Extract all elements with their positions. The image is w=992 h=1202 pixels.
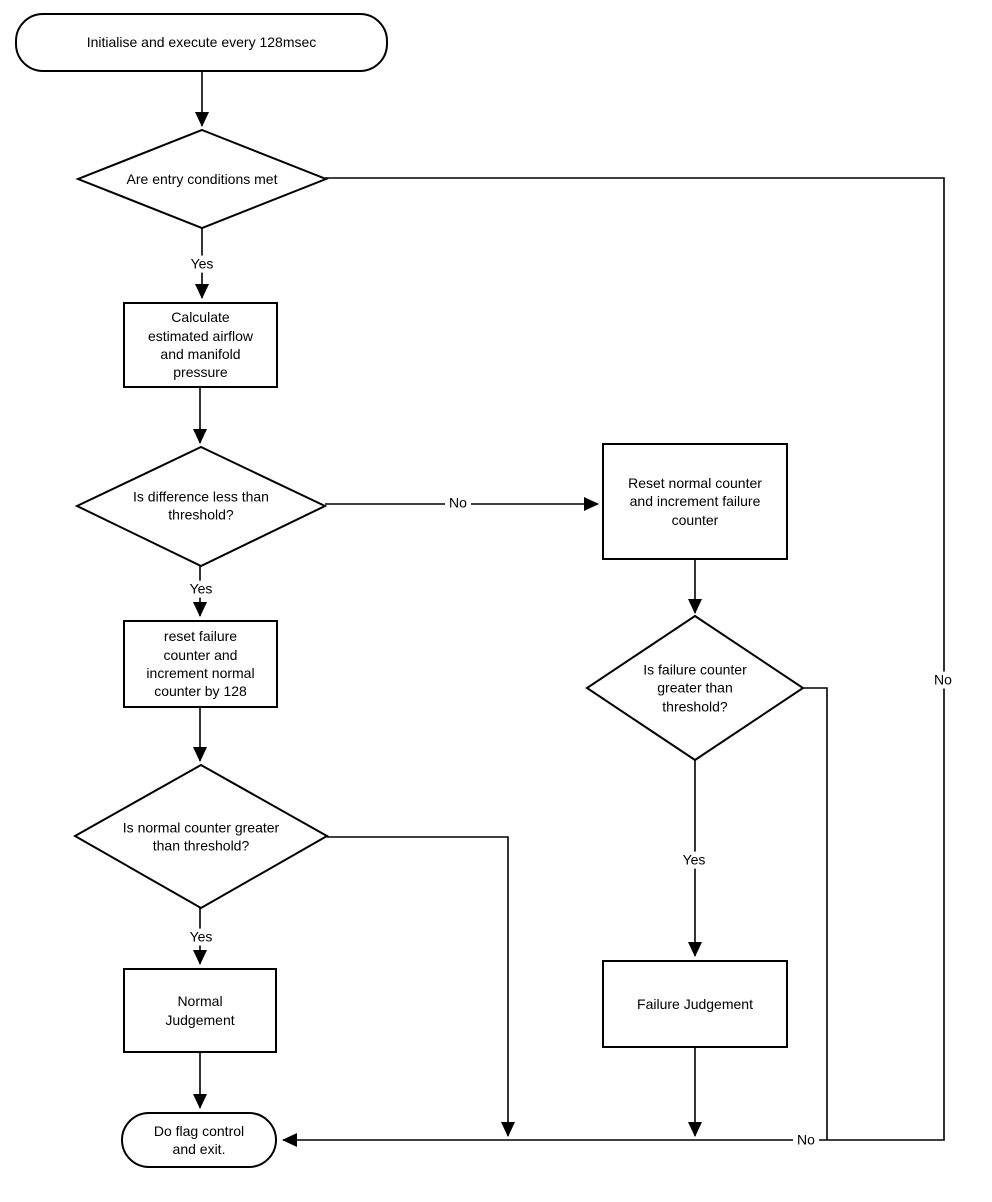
process-reset-normal-counter-label: Reset normal counter and increment failu… <box>628 474 762 528</box>
decision-difference-threshold-shape <box>74 445 328 568</box>
process-calculate-airflow: Calculate estimated airflow and manifold… <box>123 302 278 388</box>
edge-label-difference-yes: Yes <box>185 580 217 598</box>
end-terminator-label: Do flag control and exit. <box>153 1122 245 1157</box>
edge-normal-no-to-exit-line <box>327 836 515 1137</box>
decision-entry-conditions-shape <box>75 128 329 230</box>
process-reset-normal-counter: Reset normal counter and increment failu… <box>602 443 788 560</box>
edge-label-entry-no: No <box>930 671 956 689</box>
process-normal-judgement: Normal Judgement <box>123 968 277 1053</box>
decision-failure-counter-label: Is failure counter greater than threshol… <box>643 661 747 715</box>
decision-entry-conditions-label: Are entry conditions met <box>126 170 278 187</box>
decision-normal-counter-label: Is normal counter greater than threshold… <box>122 819 280 854</box>
process-normal-judgement-label: Normal Judgement <box>165 993 235 1028</box>
edge-label-difference-no: No <box>445 494 471 512</box>
edge-label-normal-yes: Yes <box>185 928 217 946</box>
process-failure-judgement-label: Failure Judgement <box>637 995 753 1012</box>
decision-difference-threshold-label: Is difference less than threshold? <box>133 488 269 523</box>
process-calculate-airflow-label: Calculate estimated airflow and manifold… <box>147 309 254 381</box>
edge-entry-no-to-end <box>282 177 945 1147</box>
start-terminator: Initialise and execute every 128msec <box>15 13 388 72</box>
process-failure-judgement: Failure Judgement <box>602 960 788 1048</box>
decision-normal-counter-shape <box>72 763 330 910</box>
start-terminator-label: Initialise and execute every 128msec <box>86 34 317 51</box>
process-reset-failure-counter: reset failure counter and increment norm… <box>123 620 278 708</box>
edge-failure-no-to-exit-line <box>803 687 828 1140</box>
edge-label-failure-yes: Yes <box>678 851 710 869</box>
edge-label-entry-yes: Yes <box>186 255 218 273</box>
end-terminator: Do flag control and exit. <box>121 1112 277 1168</box>
decision-failure-counter-shape <box>585 614 805 762</box>
process-reset-failure-counter-label: reset failure counter and increment norm… <box>146 628 255 700</box>
edge-label-failure-no: No <box>793 1131 819 1149</box>
